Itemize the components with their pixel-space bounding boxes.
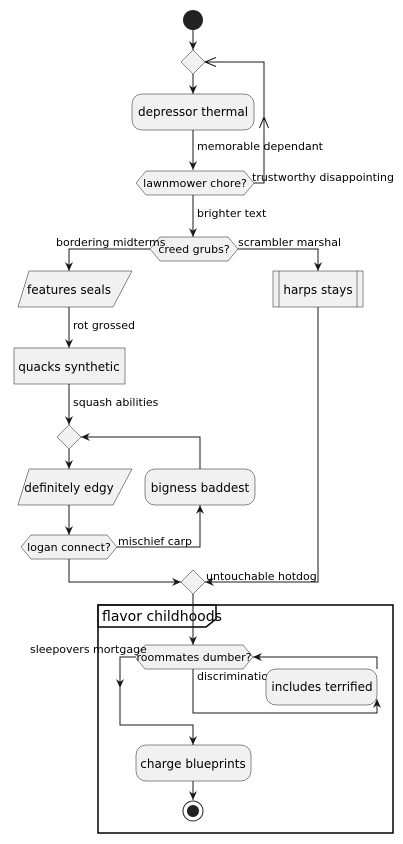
edge-left-branch-to-charge <box>119 688 197 745</box>
edge-label-brighter-text: brighter text <box>197 207 267 220</box>
edge-label-scrambler-marshal: scrambler marshal <box>238 236 341 249</box>
quacks-synthetic-node <box>13 347 126 385</box>
merge-diamond-2 <box>56 424 82 450</box>
bigness-baddest-label: bigness baddest <box>151 481 250 495</box>
edge-label-untouchable-hotdog: untouchable hotdog <box>206 570 317 583</box>
group-frame <box>97 604 394 834</box>
end-node-outer <box>182 800 204 822</box>
edge-logan-to-bigness <box>117 505 204 548</box>
logan-connect-label: logan connect? <box>27 541 111 554</box>
edge-bigness-to-merge <box>81 433 201 469</box>
harps-stays-node <box>272 270 364 308</box>
end-node-inner <box>187 805 199 817</box>
features-seals-label: features seals <box>27 283 111 297</box>
harps-stays-label: harps stays <box>283 283 352 297</box>
edge-includes-to-roommates <box>253 653 378 669</box>
loop-arrowhead-left <box>203 57 217 67</box>
lawnmower-chore-label: lawnmower chore? <box>143 177 247 190</box>
definitely-edgy-node <box>17 468 133 506</box>
group-title: flavor childhoods <box>102 609 222 625</box>
charge-blueprints-label: charge blueprints <box>140 757 245 771</box>
loop-arrowhead-up <box>259 115 269 129</box>
edge-roommates-to-includes <box>192 669 381 714</box>
group-title-tab <box>97 604 217 628</box>
merge-diamond-3 <box>180 569 206 595</box>
merge-diamond-1 <box>180 49 206 75</box>
edge-roommates-left-branch <box>116 656 135 688</box>
depressor-thermal-label: depressor thermal <box>138 105 248 119</box>
edge-loop-back <box>205 61 265 184</box>
edge-logan-to-merge3 <box>68 559 181 586</box>
edge-creed-to-harps <box>238 248 322 271</box>
edge-label-memorable-dependant: memorable dependant <box>197 140 324 153</box>
edge-label-mischief-carp: mischief carp <box>118 535 192 548</box>
edge-label-trustworthy-disappointing: trustworthy disappointing <box>252 171 394 184</box>
edge-label-sleepovers-mortgage: sleepovers mortgage <box>30 643 147 656</box>
edge-label-rot-grossed: rot grossed <box>73 319 135 332</box>
roommates-dumber-label: roommates dumber? <box>136 651 251 664</box>
features-seals-node <box>17 270 133 308</box>
includes-terrified-node <box>265 668 378 706</box>
definitely-edgy-label: definitely edgy <box>24 481 114 495</box>
edge-label-discrimination: discrimination h <box>197 670 285 683</box>
edge-harps-to-merge3 <box>205 307 319 586</box>
includes-terrified-label: includes terrified <box>271 680 372 694</box>
creed-grubs-label: creed grubs? <box>158 243 230 256</box>
edge-creed-to-features <box>65 248 150 271</box>
edge-label-bordering-midterms: bordering midterms <box>56 236 166 249</box>
quacks-synthetic-label: quacks synthetic <box>18 360 119 374</box>
start-node <box>183 10 203 30</box>
edge-label-squash-abilities: squash abilities <box>73 396 159 409</box>
